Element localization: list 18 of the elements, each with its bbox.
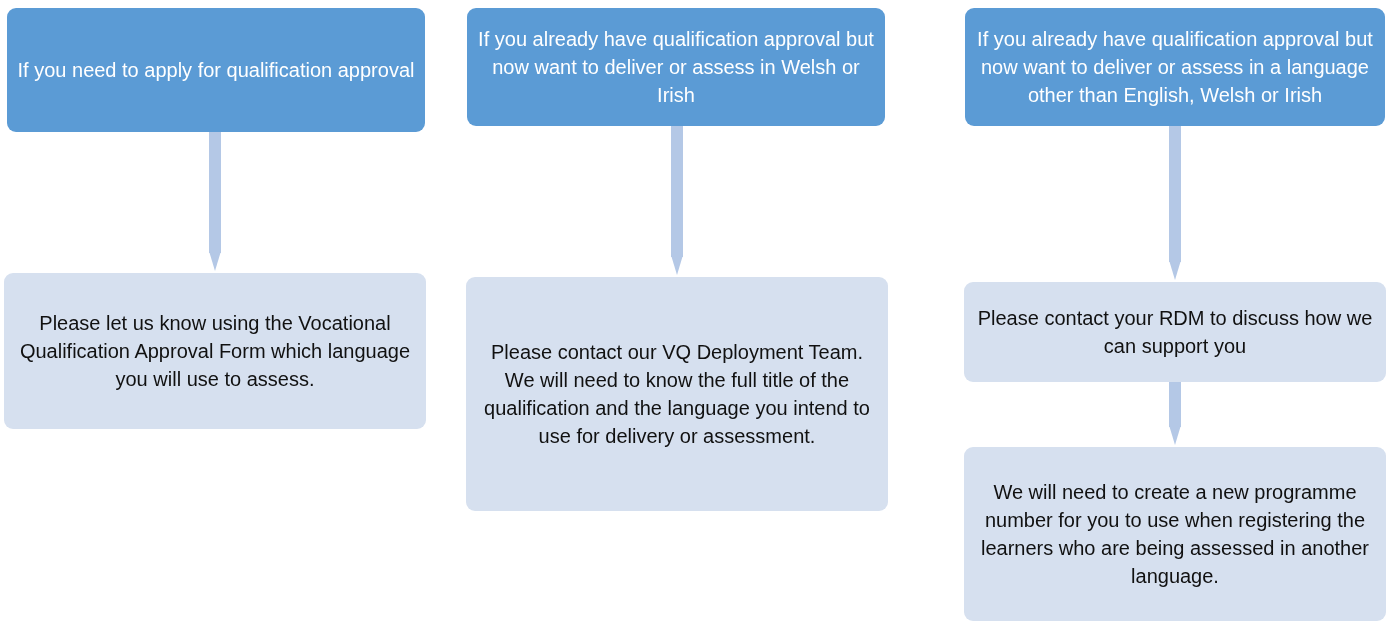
box-text: Please let us know using the Vocational Qualification Approval Form which language you will use to assess. bbox=[18, 311, 412, 392]
question-box bbox=[965, 8, 1385, 126]
answer-box bbox=[466, 277, 888, 511]
box-text: If you already have qualification approval but now want to deliver or assess in Welsh or Irish bbox=[477, 27, 875, 108]
arrow bbox=[209, 132, 221, 271]
answer-box bbox=[964, 282, 1386, 382]
answer-box bbox=[964, 447, 1386, 621]
arrow bbox=[1169, 382, 1181, 445]
box-text: We will need to create a new programme number for you to use when registering the learners who are being assessed in another language. bbox=[980, 480, 1370, 589]
arrow bbox=[1169, 126, 1181, 280]
question-box bbox=[467, 8, 885, 126]
box-text: If you already have qualification approval but now want to deliver or assess in a language other than English, Welsh or Irish bbox=[976, 27, 1374, 108]
box-text: If you need to apply for qualification approval bbox=[17, 58, 415, 83]
answer-box bbox=[4, 273, 426, 429]
question-box bbox=[7, 8, 425, 132]
box-text: Please contact our VQ Deployment Team. We will need to know the full title of the qualification and the language you intend to use for delivery or assessment. bbox=[483, 340, 871, 449]
box-text: Please contact your RDM to discuss how we can support you bbox=[976, 306, 1374, 359]
arrow bbox=[671, 126, 683, 275]
